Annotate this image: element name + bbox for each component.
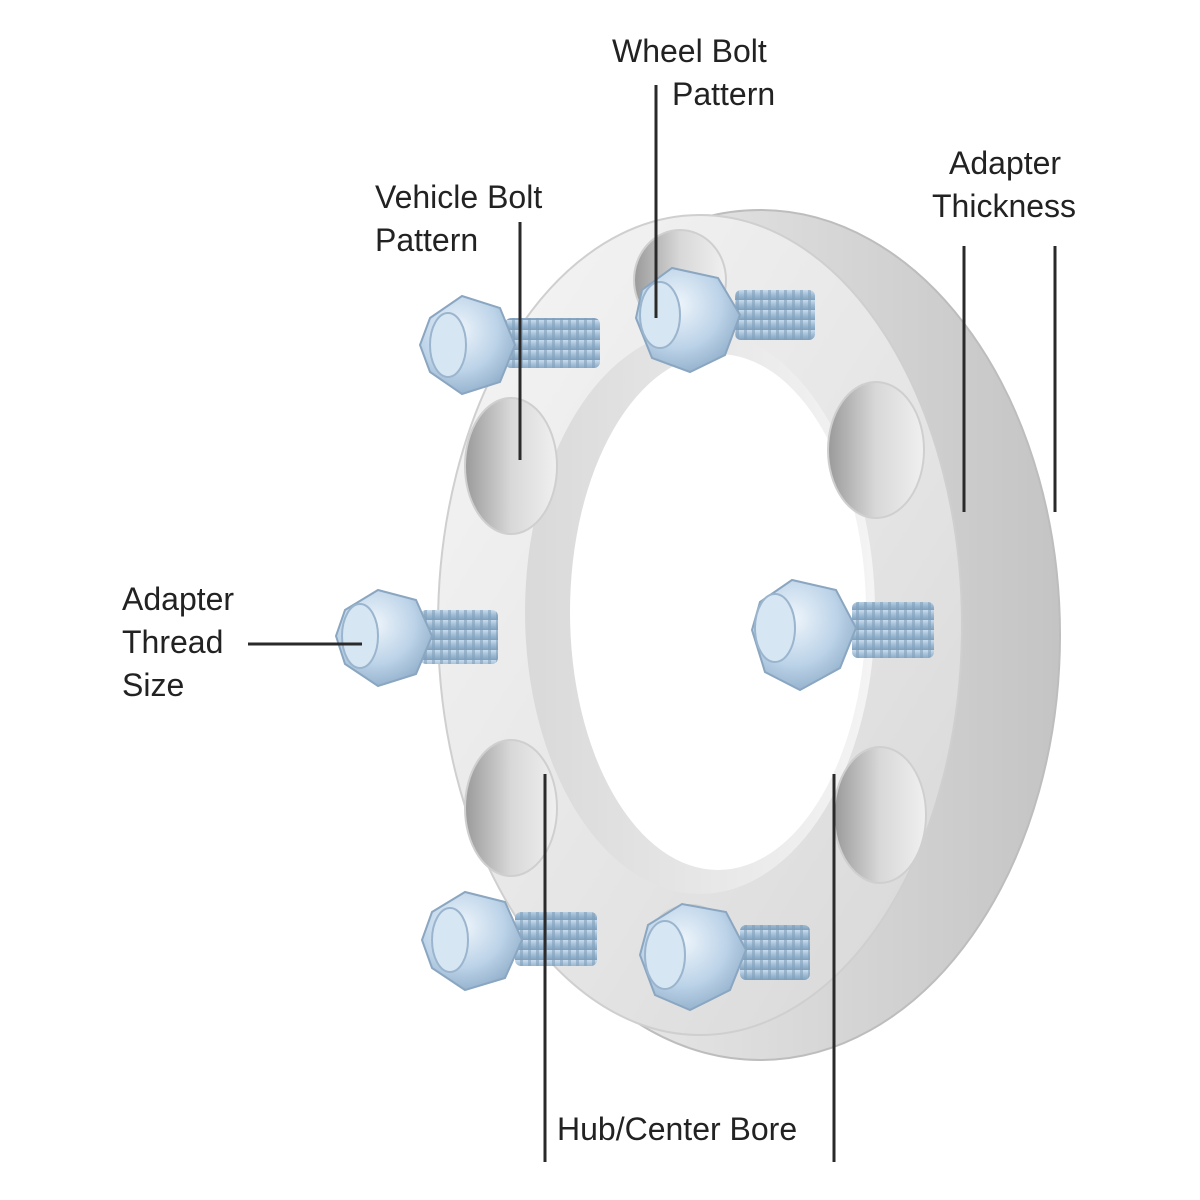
- lug-stud-top-right: [634, 266, 815, 374]
- bolt-hole: [464, 739, 558, 877]
- lug-stud-bottom-left: [420, 890, 597, 992]
- adapter-thread-size-line-3: Size: [122, 667, 185, 703]
- wheel-bolt-pattern-label: Wheel Bolt Pattern: [612, 30, 775, 116]
- adapter-thickness-line-1: Adapter: [949, 145, 1062, 181]
- lug-stud-bottom-right: [638, 902, 810, 1012]
- wheel-bolt-pattern-line-1: Wheel Bolt: [612, 33, 767, 69]
- adapter-thread-size-line-1: Adapter: [122, 581, 235, 617]
- vehicle-bolt-pattern-line-2: Pattern: [375, 222, 479, 258]
- bolt-hole: [833, 746, 927, 884]
- hub-center-bore-label: Hub/Center Bore: [557, 1108, 797, 1151]
- bolt-hole: [464, 397, 558, 535]
- adapter-thickness-label: Adapter Thickness: [932, 142, 1076, 228]
- adapter-thread-size-line-2: Thread: [122, 624, 224, 660]
- lug-stud-right-middle: [750, 578, 934, 692]
- lug-stud-left-middle: [334, 588, 498, 688]
- adapter-thickness-line-2: Thickness: [932, 188, 1077, 224]
- vehicle-bolt-pattern-line-1: Vehicle Bolt: [375, 179, 543, 215]
- adapter-thread-size-label: Adapter Thread Size: [122, 578, 234, 707]
- wheel-bolt-pattern-line-2: Pattern: [672, 76, 776, 112]
- lug-stud-top-left: [418, 294, 600, 396]
- hub-center-bore-line-1: Hub/Center Bore: [557, 1111, 798, 1147]
- vehicle-bolt-pattern-label: Vehicle Bolt Pattern: [375, 176, 542, 262]
- bolt-hole: [827, 381, 925, 519]
